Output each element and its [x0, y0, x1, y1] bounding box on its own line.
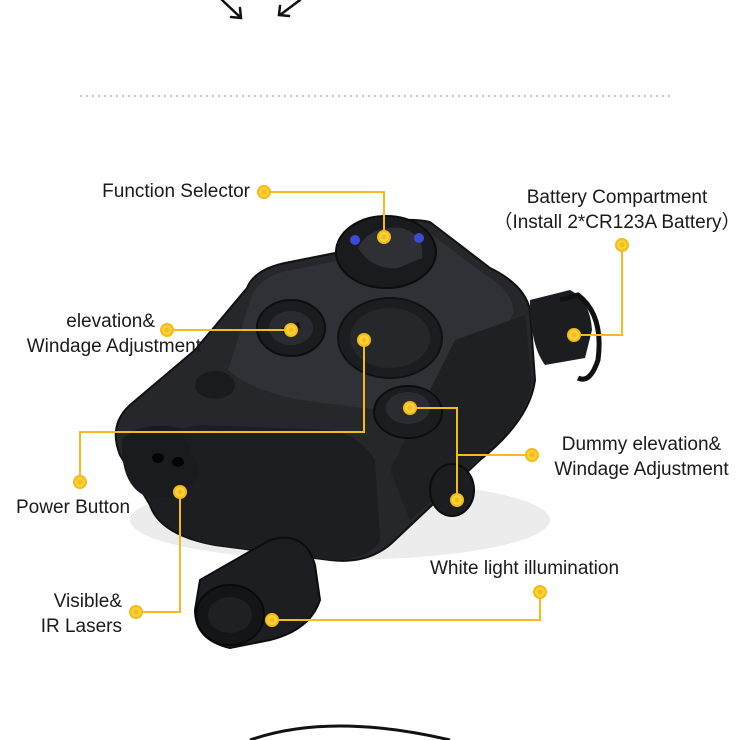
function-selector-text: Function Selector [102, 181, 250, 202]
leader-power [79, 340, 365, 482]
leader-white-light [272, 592, 541, 621]
battery-compartment-note: （Install 2*CR123A Battery） [493, 212, 741, 233]
leader-function-selector [264, 191, 385, 237]
lasers-line2: IR Lasers [40, 616, 122, 637]
white-light-text: White light illumination [430, 558, 620, 579]
leader-lines [79, 191, 623, 621]
laser-device [114, 215, 602, 650]
dummy-elevation-windage-line2: Windage Adjustment [554, 459, 729, 480]
battery-compartment-label: Battery Compartment （Install 2*CR123A Ba… [484, 185, 750, 235]
leader-battery [574, 245, 623, 336]
power-button-label: Power Button [16, 495, 130, 520]
white-light-barrel [193, 536, 322, 650]
elevation-windage-line1: elevation& [66, 311, 155, 332]
elevation-windage-line2: Windage Adjustment [26, 336, 201, 357]
rubber-cap [195, 371, 235, 399]
elevation-windage-label: elevation& Windage Adjustment [0, 309, 201, 359]
leader-lasers [136, 492, 181, 613]
white-light-label: White light illumination [430, 556, 619, 581]
battery-compartment-title: Battery Compartment [526, 187, 708, 208]
battery-cap [530, 290, 602, 382]
cable [249, 724, 451, 740]
power-button-text: Power Button [16, 497, 131, 518]
lasers-line1: Visible& [53, 591, 122, 612]
leader-dummy [410, 407, 532, 456]
function-selector-label: Function Selector [60, 179, 250, 204]
power-button-pad [337, 297, 443, 379]
decorative-arrows [220, 0, 302, 20]
function-selector-knob [335, 215, 437, 289]
dummy-dial-side [429, 463, 475, 517]
lasers-label: Visible& IR Lasers [20, 589, 122, 639]
dummy-elevation-windage-label: Dummy elevation& Windage Adjustment [540, 432, 743, 482]
laser-apertures [121, 425, 200, 499]
dummy-elevation-windage-line1: Dummy elevation& [561, 434, 722, 455]
